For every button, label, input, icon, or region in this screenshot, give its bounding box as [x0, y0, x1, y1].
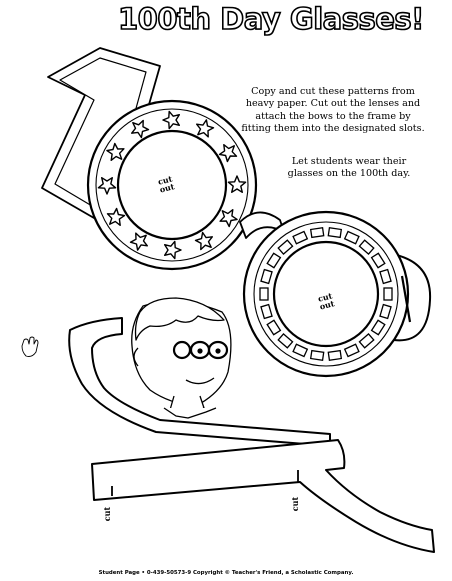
square-tile — [260, 268, 273, 285]
star-icon — [162, 110, 180, 130]
square-tile — [266, 319, 282, 336]
left-lens-frame — [86, 99, 258, 271]
right-lens-cutout — [272, 240, 380, 348]
square-tile — [327, 227, 343, 239]
star-icon — [194, 231, 213, 251]
square-tile — [327, 349, 343, 361]
star-icon — [219, 209, 238, 228]
square-tile — [277, 333, 294, 349]
cut-label-bow-2: cut — [290, 496, 301, 512]
star-icon — [218, 144, 238, 163]
bow-straight — [91, 439, 435, 553]
square-tile — [292, 343, 309, 358]
square-tile — [358, 239, 375, 255]
square-tile — [379, 268, 392, 285]
square-tile — [370, 319, 386, 336]
square-tile — [266, 252, 282, 269]
square-border — [259, 227, 393, 361]
square-tile — [260, 303, 273, 320]
star-icon — [164, 240, 182, 260]
left-lens-cutout — [116, 129, 228, 241]
square-tile — [309, 227, 325, 239]
star-icon — [106, 207, 126, 226]
numeral-one-frame — [41, 47, 161, 219]
instructions-paragraph-2: Let students wear their glasses on the 1… — [287, 156, 411, 180]
square-tile — [292, 230, 309, 245]
cut-label-bow-1: cut — [102, 506, 113, 522]
square-tile — [259, 287, 269, 301]
star-icon — [196, 119, 215, 138]
star-icon — [227, 175, 247, 193]
hand-icon — [21, 336, 39, 357]
page-title: 100th Day Glasses! — [117, 1, 425, 37]
square-tile — [370, 252, 386, 269]
bow-curved — [68, 317, 331, 447]
bow-slot — [400, 275, 412, 323]
star-icon — [131, 119, 150, 139]
square-tile — [358, 333, 375, 349]
footer-copyright: Student Page • 0-439-50573-9 Copyright ©… — [98, 570, 354, 576]
square-tile — [383, 287, 393, 301]
square-tile — [379, 303, 392, 320]
star-border — [97, 110, 247, 260]
square-tile — [343, 230, 360, 245]
star-icon — [129, 232, 148, 251]
star-icon — [97, 177, 117, 195]
boy-illustration — [131, 297, 232, 419]
square-tile — [343, 343, 360, 358]
star-icon — [106, 142, 125, 161]
instructions-paragraph: Copy and cut these patterns from heavy p… — [241, 86, 425, 135]
square-tile — [309, 349, 325, 361]
square-tile — [277, 239, 294, 255]
